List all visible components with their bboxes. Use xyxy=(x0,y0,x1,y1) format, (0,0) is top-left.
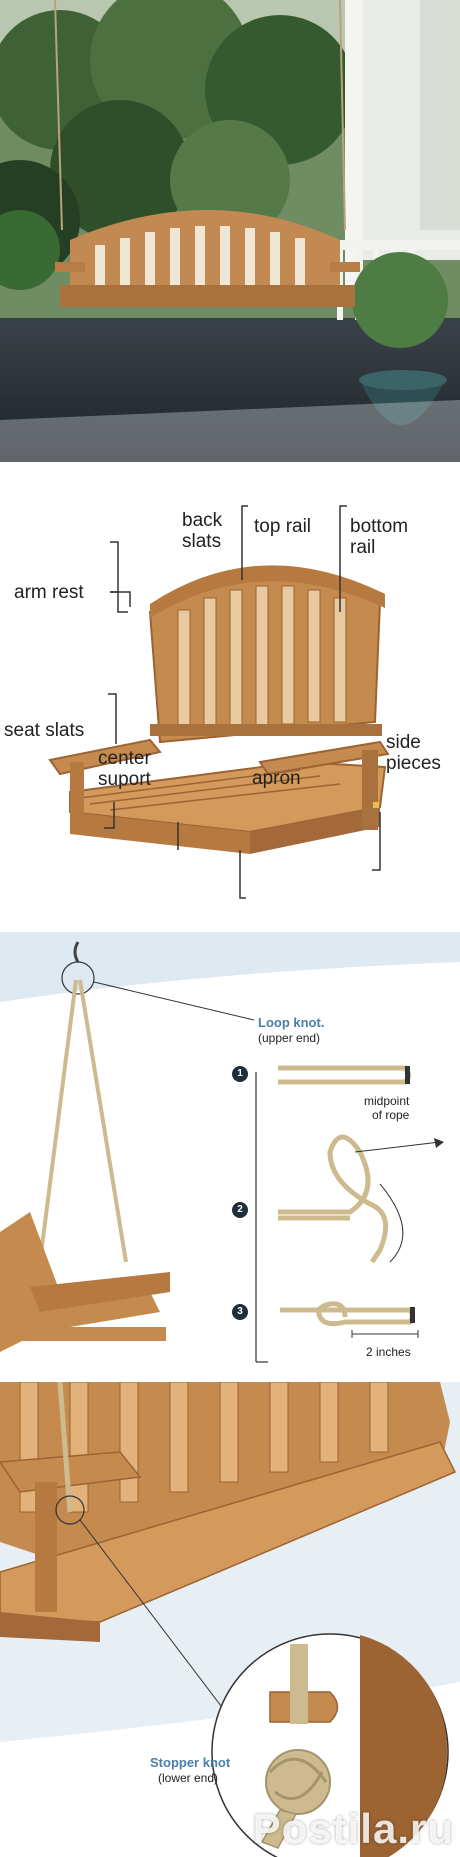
stopper-knot-illustration xyxy=(0,1382,460,1857)
hanging-rope xyxy=(38,979,128,1263)
stopper-knot-title: Stopper knot xyxy=(150,1755,231,1770)
swing-parts-diagram: back slats top rail bottom rail arm rest… xyxy=(0,462,460,932)
leader-lines xyxy=(104,505,381,899)
porch-swing-photo xyxy=(0,0,460,462)
top-rail-shape xyxy=(150,565,385,618)
rope-to-knot xyxy=(57,1382,73,1513)
swing-in-photo xyxy=(55,210,360,307)
label-top-rail: top rail xyxy=(254,516,312,537)
label-back-slats: back slats xyxy=(182,510,223,552)
label-bottom-rail: bottom rail xyxy=(350,516,409,558)
swing-closeup xyxy=(0,1382,457,1642)
loop-knot-panel: Loop knot. (upper end) 1 2 3 midpoint of… xyxy=(0,932,460,1382)
step-1-badge: 1 xyxy=(232,1066,248,1082)
stopper-knot-subtitle: (lower end) xyxy=(158,1771,219,1785)
potted-plant xyxy=(352,252,448,348)
step2-rope xyxy=(278,1134,389,1264)
loop-knot-subtitle: (upper end) xyxy=(258,1031,321,1045)
porch-scene-illustration xyxy=(0,0,460,462)
step1-rope xyxy=(278,1065,411,1085)
watermark-logo: Postila.ru xyxy=(252,1805,454,1852)
stopper-knot-panel: Stopper knot (lower end) Postila.ru xyxy=(0,1382,460,1857)
loop-knot-illustration xyxy=(0,932,460,1363)
step3-rope xyxy=(280,1301,415,1327)
label-apron: apron xyxy=(252,768,301,789)
stopper-callout-circle xyxy=(55,1495,85,1525)
two-inches-label: 2 inches xyxy=(366,1345,411,1359)
label-arm-rest: arm rest xyxy=(14,582,84,603)
label-seat-slats: seat slats xyxy=(4,720,85,741)
loop-knot-title: Loop knot. xyxy=(258,1015,325,1030)
step-2-badge: 2 xyxy=(232,1202,248,1218)
label-side-pieces: side pieces xyxy=(386,732,441,774)
swing-parts-illustration xyxy=(48,505,390,899)
ceiling-hook xyxy=(73,941,80,963)
label-center-support: center suport xyxy=(98,748,151,790)
apron-shape xyxy=(70,812,250,854)
bottom-rail-shape xyxy=(150,724,382,736)
step-3-badge: 3 xyxy=(232,1304,248,1320)
right-arm-rest xyxy=(258,740,390,776)
midpoint-label: midpoint of rope xyxy=(364,1094,410,1122)
